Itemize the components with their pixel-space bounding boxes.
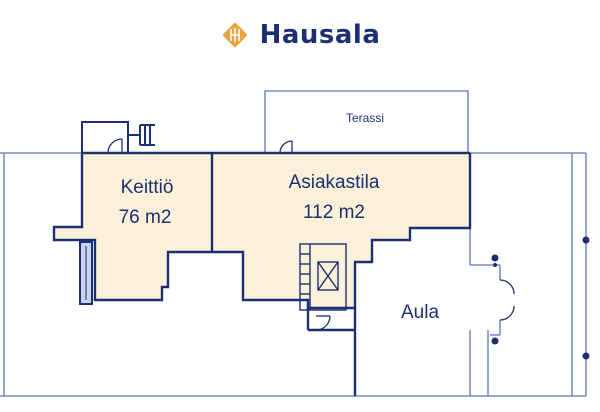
column-markers [491,236,590,360]
room-name-aula: Aula [401,302,439,323]
room-name-asiakastila: Asiakastila [289,172,380,193]
brand-name: Hausala [259,20,381,50]
room-area-asiakastila: 112 m2 [303,202,365,223]
room-name-terassi: Terassi [346,111,384,125]
small-stair-room [81,121,155,153]
kitchen-window [79,241,93,305]
diamond-logo-icon [222,23,247,47]
interior-walls [52,151,472,396]
stairwell [299,243,347,311]
room-area-keittio: 76 m2 [119,207,172,228]
brand-header: Hausala [0,20,600,50]
room-name-keittio: Keittiö [121,177,174,198]
asiakastila-fill [212,153,470,308]
door-swings [107,138,515,331]
keittio-fill [54,153,212,300]
terrace-outline [264,90,469,153]
